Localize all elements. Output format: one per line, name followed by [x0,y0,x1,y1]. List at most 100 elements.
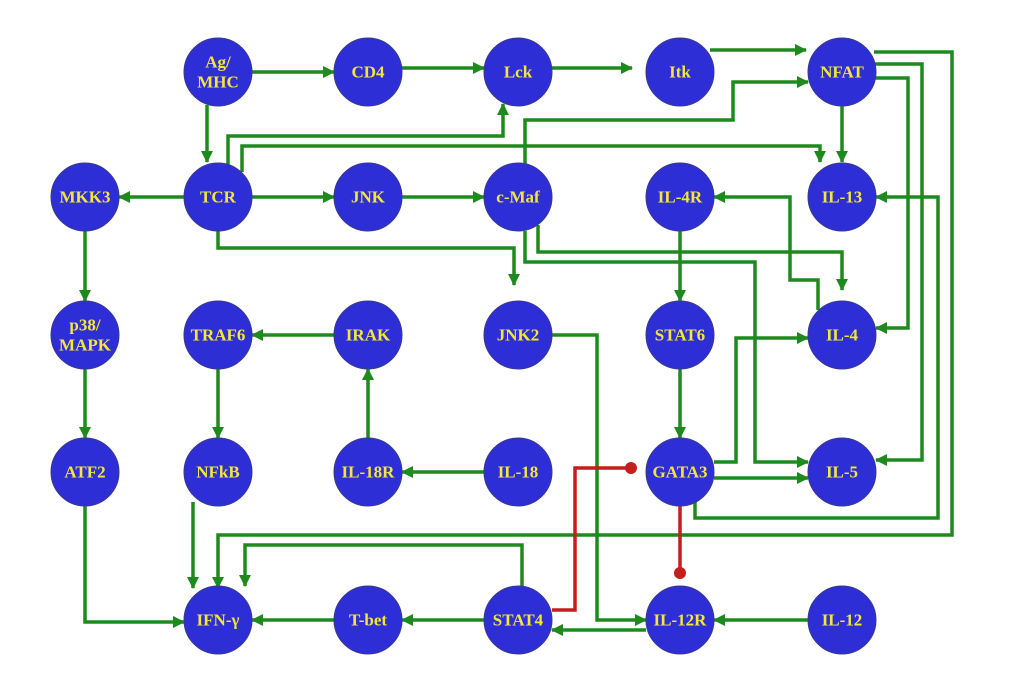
node-circle-cmaf [483,162,553,232]
node-circle-il13 [807,162,877,232]
node-il12: IL-12 [807,585,877,655]
node-circle-ifng [183,585,253,655]
node-il4r: IL-4R [645,162,715,232]
node-label-agmhc-line-2: MHC [197,73,239,92]
node-label-il12: IL-12 [822,611,863,630]
node-traf6: TRAF6 [183,300,253,370]
edge-il4-to-il4r [713,191,820,310]
node-label-il4: IL-4 [826,326,859,345]
node-atf2: ATF2 [50,437,120,507]
node-label-cd4: CD4 [351,63,385,82]
node-label-jnk: JNK [351,188,386,207]
node-circle-itk [645,37,715,107]
node-nfkb: NFkB [183,437,253,507]
node-gata3: GATA3 [645,437,715,507]
edge-atf2-to-ifng [83,506,185,628]
edge-tcr-to-il13 [240,144,826,172]
edge-tcr-to-lck [226,103,509,165]
node-label-stat4: STAT4 [493,611,544,630]
node-circle-lck [483,37,553,107]
edge-cmaf-to-nfat [523,76,809,165]
node-il18: IL-18 [483,437,553,507]
node-circle-atf2 [50,437,120,507]
node-label-il5: IL-5 [826,463,858,482]
node-label-jnk2: JNK2 [497,326,540,345]
node-jnk2: JNK2 [483,300,553,370]
node-circle-tbet [333,585,403,655]
edge-cmaf-to-il5 [523,231,809,468]
node-label-nfat: NFAT [820,63,864,82]
edge-tcr-to-jnk2 [216,231,520,286]
node-mkk3: MKK3 [50,162,120,232]
node-circle-il4 [807,300,877,370]
node-tcr: TCR [183,162,253,232]
node-label-il18r: IL-18R [342,463,396,482]
node-lck: Lck [483,37,553,107]
node-il18r: IL-18R [333,437,403,507]
edge-jnk2-to-il12r [552,333,647,626]
node-circle-mkk3 [50,162,120,232]
node-circle-jnk [333,162,403,232]
node-label-mkk3: MKK3 [60,188,111,207]
node-cmaf: c-Maf [483,162,553,232]
node-tbet: T-bet [333,585,403,655]
node-circle-il18 [483,437,553,507]
node-label-traf6: TRAF6 [191,326,246,345]
nodes-layer: Ag/MHC CD4 Lck Itk NFAT MKK3 TCR JNK c-Maf IL-4R I… [50,37,877,655]
node-label-ifng: IFN-γ [197,611,240,630]
node-circle-nfat [807,37,877,107]
node-label-p38-line-1: p38/ [69,316,100,335]
node-label-il13: IL-13 [822,188,863,207]
node-p38: p38/MAPK [50,300,120,370]
node-label-il12r: IL-12R [654,611,708,630]
node-jnk: JNK [333,162,403,232]
node-stat4: STAT4 [483,585,553,655]
node-nfat: NFAT [807,37,877,107]
node-irak: IRAK [333,300,403,370]
node-circle-il12 [807,585,877,655]
inhibition-end-gata3-to-il12r [674,567,686,579]
edge-stat4-to-gata3 [552,466,631,612]
node-circle-il5 [807,437,877,507]
edge-stat4-to-ifng [239,543,524,587]
node-circle-traf6 [183,300,253,370]
node-circle-agmhc [183,37,253,107]
node-label-atf2: ATF2 [64,463,105,482]
node-circle-jnk2 [483,300,553,370]
node-circle-il18r [333,437,403,507]
edge-cmaf-to-il4 [536,225,848,291]
node-circle-cd4 [333,37,403,107]
edge-nfat-to-il5 [872,62,924,466]
node-circle-gata3 [645,437,715,507]
node-label-itk: Itk [669,63,691,82]
node-label-tcr: TCR [200,188,237,207]
edge-nfat-to-ifng [212,50,954,589]
node-stat6: STAT6 [645,300,715,370]
node-label-il18: IL-18 [498,463,539,482]
node-label-p38-line-2: MAPK [59,336,112,355]
node-circle-stat6 [645,300,715,370]
node-circle-tcr [183,162,253,232]
edge-nfat-to-il4 [870,76,910,334]
node-label-tbet: T-bet [349,611,387,630]
node-ifng: IFN-γ [183,585,253,655]
node-agmhc: Ag/MHC [183,37,253,107]
node-circle-nfkb [183,437,253,507]
node-label-irak: IRAK [346,326,391,345]
node-circle-il12r [645,585,715,655]
node-label-il4r: IL-4R [658,188,703,207]
node-cd4: CD4 [333,37,403,107]
node-label-cmaf: c-Maf [496,188,540,207]
node-il12r: IL-12R [645,585,715,655]
node-circle-irak [333,300,403,370]
inhibition-end-stat4-to-gata3 [625,462,637,474]
node-il13: IL-13 [807,162,877,232]
node-il4: IL-4 [807,300,877,370]
node-circle-p38 [50,300,120,370]
node-label-gata3: GATA3 [652,463,707,482]
edge-gata3-to-il4 [714,332,809,464]
node-label-nfkb: NFkB [196,463,239,482]
node-itk: Itk [645,37,715,107]
node-il5: IL-5 [807,437,877,507]
